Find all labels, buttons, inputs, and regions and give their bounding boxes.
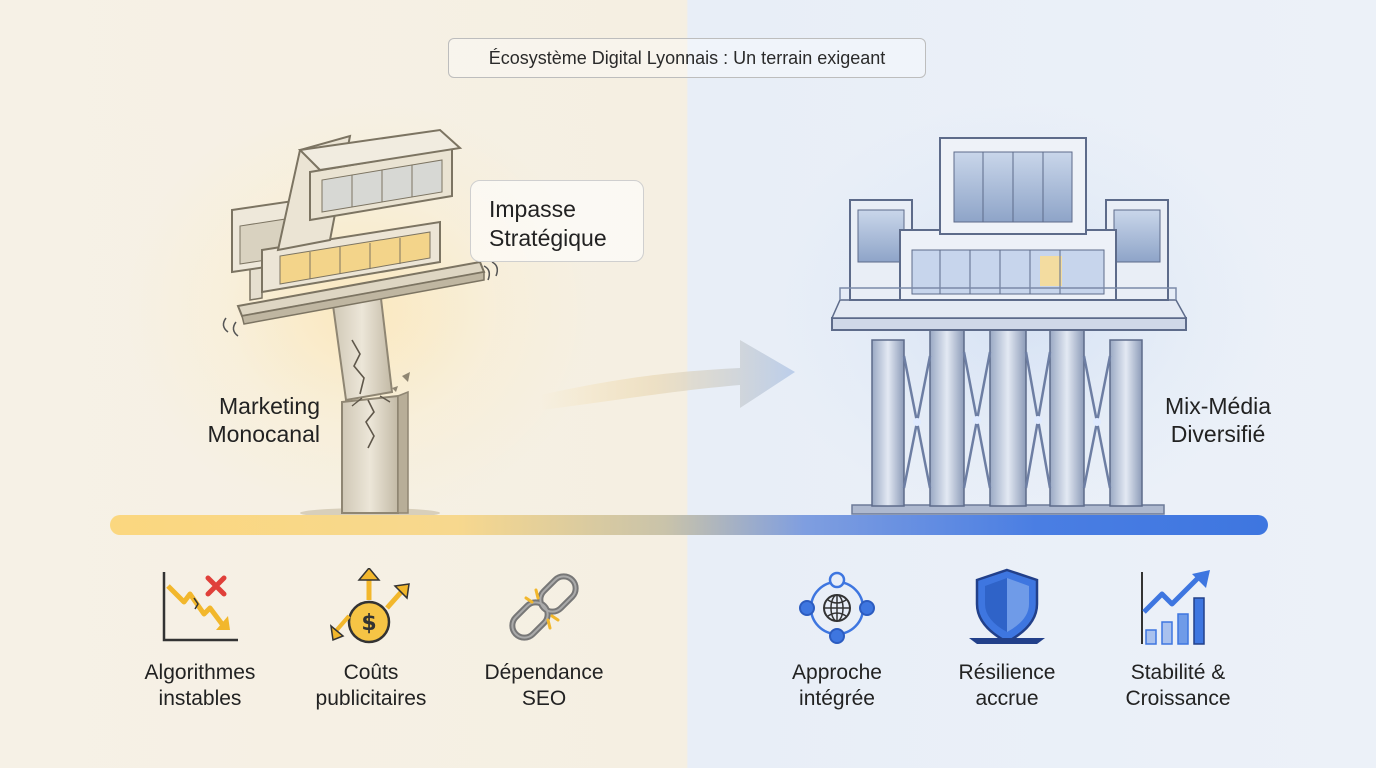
feature-label-line: intégrée bbox=[799, 687, 875, 710]
label-line: Monocanal bbox=[207, 421, 320, 447]
feature-label-line: Résilience bbox=[958, 661, 1056, 684]
feature-label-line: accrue bbox=[975, 687, 1039, 710]
unstable-building bbox=[222, 128, 499, 518]
transition-ground-bar bbox=[110, 515, 1268, 535]
feature-label-line: Stabilité & bbox=[1130, 661, 1226, 684]
mix-media-label: Mix-Média Diversifié bbox=[1138, 392, 1298, 448]
feature-label-line: SEO bbox=[521, 687, 567, 710]
shield-icon bbox=[969, 568, 1045, 644]
growth-chart-icon bbox=[1141, 570, 1210, 645]
callout-line: Impasse bbox=[489, 196, 576, 222]
dollar-coin-arrows-icon: $ bbox=[329, 568, 410, 644]
transition-arrow bbox=[540, 340, 795, 410]
feature-approche: Approche intégrée bbox=[752, 568, 922, 712]
feature-dependance: Dépendance SEO bbox=[459, 568, 629, 712]
svg-text:$: $ bbox=[361, 611, 376, 636]
stable-building bbox=[830, 137, 1188, 515]
feature-label-line: Algorithmes bbox=[144, 661, 256, 684]
label-line: Marketing bbox=[219, 393, 320, 419]
impasse-callout: Impasse Stratégique bbox=[470, 180, 644, 262]
feature-label-line: Approche bbox=[792, 661, 882, 684]
feature-couts: $ Coûts publicitaires bbox=[286, 568, 456, 712]
feature-stabilite: Stabilité & Croissance bbox=[1093, 568, 1263, 712]
feature-label-line: Coûts bbox=[343, 661, 399, 684]
callout-line: Stratégique bbox=[489, 225, 607, 251]
feature-label-line: Croissance bbox=[1125, 687, 1231, 710]
label-line: Mix-Média bbox=[1164, 393, 1272, 419]
chart-down-cross-icon bbox=[162, 572, 238, 642]
feature-label-line: publicitaires bbox=[315, 687, 427, 710]
feature-label-line: instables bbox=[158, 687, 242, 710]
feature-label-line: Dépendance bbox=[484, 661, 604, 684]
feature-resilience: Résilience accrue bbox=[922, 568, 1092, 712]
monocanal-label: Marketing Monocanal bbox=[186, 392, 320, 448]
broken-chain-icon bbox=[509, 573, 579, 641]
feature-algorithmes: Algorithmes instables bbox=[115, 568, 285, 712]
globe-network-icon bbox=[799, 571, 875, 644]
page-title: Écosystème Digital Lyonnais : Un terrain… bbox=[448, 38, 926, 78]
label-line: Diversifié bbox=[1170, 421, 1266, 447]
